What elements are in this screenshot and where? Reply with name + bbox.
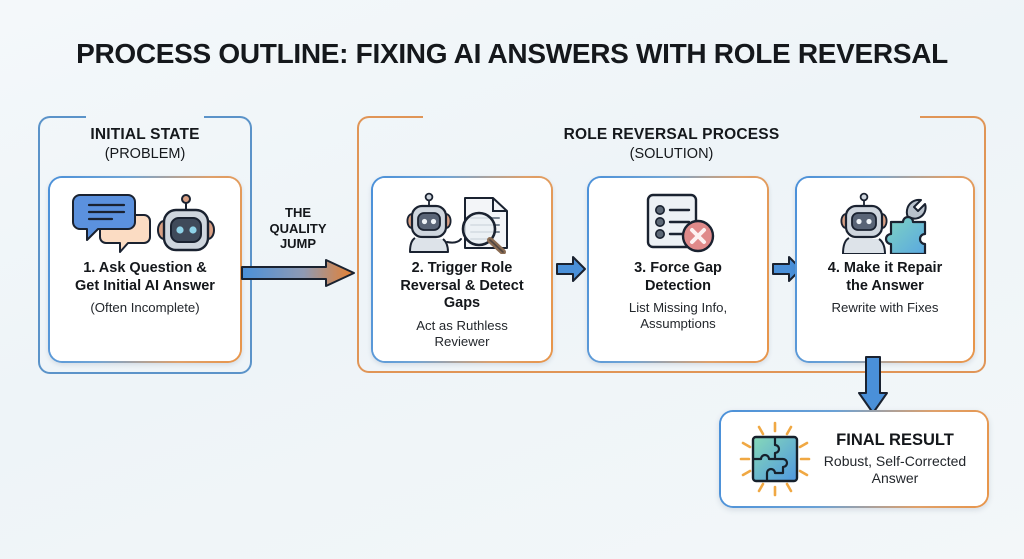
arrow-down-icon-4-to-final bbox=[856, 355, 890, 415]
step-3-subtitle-line1: List Missing Info, bbox=[628, 300, 728, 316]
final-result-subtitle-line1: Robust, Self-Corrected bbox=[823, 452, 967, 469]
final-result-card[interactable]: FINAL RESULT Robust, Self-Corrected Answ… bbox=[719, 410, 989, 508]
robot-wrench-puzzle-icon bbox=[833, 192, 937, 254]
robot-magnifier-document-icon bbox=[403, 192, 521, 254]
long-gradient-arrow-right-icon bbox=[240, 258, 356, 288]
process-bracket-body bbox=[357, 136, 986, 373]
initial-state-label: INITIAL STATE (PROBLEM) bbox=[38, 126, 252, 162]
arrow-right-icon-3-to-4 bbox=[771, 255, 803, 283]
final-result-subtitle-line2: Answer bbox=[871, 470, 919, 486]
shining-puzzle-square-icon bbox=[737, 421, 813, 497]
final-result-subtitle: Robust, Self-Corrected Answer bbox=[819, 453, 971, 488]
step-4-title-line2: the Answer bbox=[846, 277, 924, 294]
step-card-3[interactable]: 3. Force Gap Detection List Missing Info… bbox=[587, 176, 769, 363]
step-3-title: 3. Force Gap Detection bbox=[634, 260, 722, 295]
step-4-title: 4. Make it Repair the Answer bbox=[828, 260, 942, 295]
step-card-1[interactable]: 1. Ask Question & Get Initial AI Answer … bbox=[48, 176, 242, 363]
step-2-subtitle-line1: Act as Ruthless bbox=[416, 318, 508, 334]
step-1-title-line2: Get Initial AI Answer bbox=[75, 277, 215, 294]
checklist-with-error-badge-icon bbox=[632, 192, 724, 254]
step-1-subtitle: (Often Incomplete) bbox=[90, 300, 200, 316]
step-1-title: 1. Ask Question & Get Initial AI Answer bbox=[75, 260, 215, 295]
initial-state-subheading: (PROBLEM) bbox=[104, 146, 186, 162]
process-bracket-top-right bbox=[920, 116, 986, 138]
process-heading: ROLE REVERSAL PROCESS bbox=[563, 126, 780, 143]
step-3-title-line1: 3. Force Gap bbox=[634, 260, 722, 276]
step-3-subtitle-line2: Assumptions bbox=[640, 316, 716, 332]
step-2-title-line1: 2. Trigger Role bbox=[411, 260, 513, 276]
step-2-subtitle: Act as Ruthless Reviewer bbox=[416, 318, 508, 350]
step-4-subtitle: Rewrite with Fixes bbox=[831, 300, 939, 316]
initial-state-bracket-top-left bbox=[38, 116, 86, 138]
page-title: PROCESS OUTLINE: FIXING AI ANSWERS WITH … bbox=[76, 38, 948, 69]
final-result-title: FINAL RESULT bbox=[836, 430, 954, 449]
step-card-4[interactable]: 4. Make it Repair the Answer Rewrite wit… bbox=[795, 176, 975, 363]
chat-bubbles-and-robot-icon bbox=[70, 192, 220, 254]
step-4-title-line1: 4. Make it Repair bbox=[827, 260, 943, 276]
process-label: ROLE REVERSAL PROCESS (SOLUTION) bbox=[357, 126, 986, 162]
arrow-right-icon-2-to-3 bbox=[555, 255, 587, 283]
step-2-subtitle-line2: Reviewer bbox=[434, 334, 490, 350]
process-subheading: (SOLUTION) bbox=[629, 146, 714, 162]
initial-state-bracket-body bbox=[38, 136, 252, 374]
step-3-title-line2: Detection bbox=[644, 277, 712, 294]
quality-jump-label: THE QUALITY JUMP bbox=[252, 205, 344, 252]
step-2-title: 2. Trigger Role Reversal & Detect Gaps bbox=[383, 260, 541, 313]
step-3-subtitle: List Missing Info, Assumptions bbox=[629, 300, 727, 332]
quality-jump-line3: JUMP bbox=[279, 236, 317, 252]
initial-state-bracket-top-right bbox=[204, 116, 252, 138]
step-card-2[interactable]: 2. Trigger Role Reversal & Detect Gaps A… bbox=[371, 176, 553, 363]
step-1-title-line1: 1. Ask Question & bbox=[83, 260, 207, 276]
quality-jump-line1: THE bbox=[285, 205, 311, 220]
process-bracket-top-left bbox=[357, 116, 423, 138]
quality-jump-line2: QUALITY bbox=[269, 220, 327, 236]
initial-state-heading: INITIAL STATE bbox=[90, 126, 200, 143]
step-2-title-line2: Reversal & Detect Gaps bbox=[400, 277, 524, 312]
